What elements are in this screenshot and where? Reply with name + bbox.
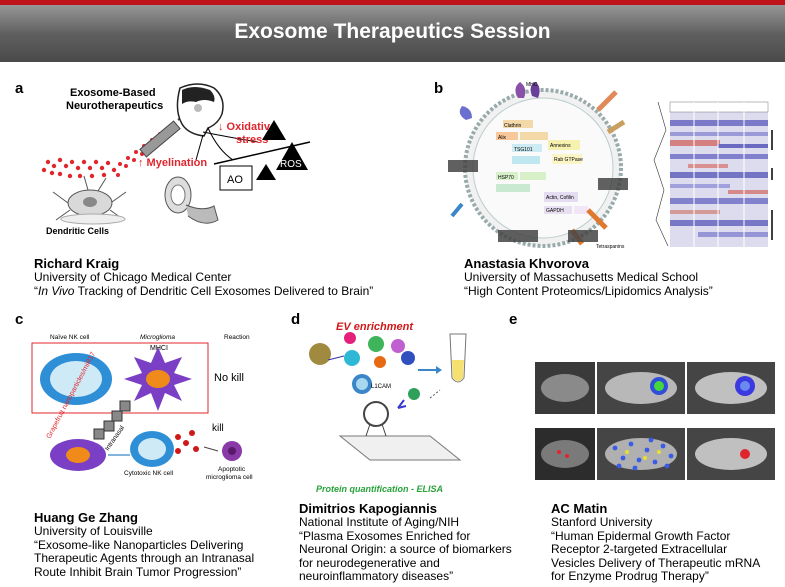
fig-d-protein: Protein quantification - ELISA	[316, 484, 443, 494]
fig-a-ros: ROS	[280, 159, 302, 170]
fig-a-title-1: Exosome-Based	[70, 87, 156, 99]
fig-a-title-2: Neurotherapeutics	[66, 100, 163, 112]
fig-c-mhc: MHCI	[150, 345, 168, 352]
talk-title-e-3: Vesicles Delivery of Therapeutic mRNA	[551, 555, 761, 570]
fig-d-ev: EV enrichment	[336, 321, 414, 333]
fig-a-oxidative-1: ↓ Oxidative	[218, 121, 276, 133]
panel-b-caption: Anastasia Khvorova University of Massach…	[464, 257, 713, 298]
fig-c-reaction: Reaction	[224, 334, 250, 341]
affiliation-c: University of Louisville	[34, 524, 153, 538]
talk-title-e-2: Receptor 2-targeted Extracellular	[551, 542, 728, 556]
panel-label-d: d	[291, 311, 301, 328]
presenter-name-d: Dimitrios Kapogiannis	[299, 501, 437, 516]
affiliation-e: Stanford University	[551, 515, 653, 529]
panel-d-caption: Dimitrios Kapogiannis National Institute…	[299, 502, 512, 584]
fig-b-mhc: MHC	[526, 82, 538, 88]
panel-a-caption: Richard Kraig University of Chicago Medi…	[34, 257, 373, 298]
rna-strands	[448, 160, 628, 242]
panel-b-figure: Clathrin Alix TSG101 HSP70 Annexins Acti…	[448, 82, 773, 250]
fig-c-apoptotic-2: microglioma cell	[206, 474, 253, 481]
talk-title-e-4: for Enzyme Prodrug Therapy”	[551, 569, 709, 583]
granules	[175, 430, 199, 454]
fig-b-box-4: HSP70	[498, 175, 514, 181]
talk-title-c-2: Therapeutic Agents through an Intranasal	[34, 551, 255, 565]
panel-d-figure: EV enrichment L1CAM	[309, 321, 467, 494]
signal-dots-yellow	[625, 450, 661, 460]
panel-c-caption: Huang Ge Zhang University of Louisville …	[34, 511, 254, 579]
myelinated-neuron-icon	[164, 176, 219, 224]
fig-a-ao: AO	[227, 174, 243, 186]
fig-c-microglioma: Microglioma	[140, 334, 175, 341]
talk-title-d-2: Neuronal Origin: a source of biomarkers	[299, 542, 512, 556]
fig-b-box-7: GAPDH	[546, 208, 564, 214]
vesicle-population	[309, 332, 415, 368]
fig-b-box-3: TSG101	[514, 147, 533, 153]
fig-a-myelination: ↑ Myelination	[138, 157, 207, 169]
target-cell-icon	[50, 439, 106, 471]
patient-head-icon	[176, 83, 224, 137]
fig-b-box-1: Clathrin	[504, 123, 521, 129]
fig-c-cytotoxic: Cytotoxic NK cell	[124, 470, 174, 477]
panel-label-a: a	[15, 80, 24, 97]
elisa-plate-icon	[338, 401, 462, 461]
fig-b-tetraspanins: Tetraspanins	[596, 244, 625, 250]
balance-scale-icon	[213, 120, 311, 191]
fig-a-oxidative-2: stress	[236, 134, 268, 146]
l1cam-vesicle-icon	[352, 374, 372, 394]
presenter-name-e: AC Matin	[551, 501, 608, 516]
antibody-complex-icon	[397, 388, 441, 409]
fig-b-box-6: Actin, Cofilin	[546, 195, 574, 201]
talk-title-d-3: for neurodegenerative and	[299, 555, 440, 570]
apoptotic-cell-icon	[222, 441, 242, 461]
fig-c-nokill: No kill	[214, 372, 244, 384]
affiliation-b: University of Massachusetts Medical Scho…	[464, 270, 699, 284]
fig-c-naive: Naïve NK cell	[50, 334, 90, 341]
heatmap-diagram	[653, 101, 773, 247]
panel-label-b: b	[434, 80, 444, 97]
fig-b-box-2: Alix	[498, 135, 507, 141]
fig-b-box-5: Annexins	[550, 143, 571, 149]
naive-nk-cell-icon	[40, 353, 112, 405]
affiliation-d: National Institute of Aging/NIH	[299, 515, 460, 529]
talk-title-d-4: neuroinflammatory diseases”	[299, 569, 454, 583]
talk-title-b: “High Content Proteomics/Lipidomics Anal…	[464, 283, 713, 298]
panel-e-figure	[535, 362, 775, 480]
signal-dots	[612, 437, 674, 471]
panel-label-c: c	[15, 311, 24, 328]
slide-title: Exosome Therapeutics Session	[234, 20, 551, 43]
talk-title-e-1: “Human Epidermal Growth Factor	[551, 528, 731, 543]
header-accent-strip	[0, 0, 785, 5]
protein-boxes	[496, 120, 588, 214]
fig-d-l1cam: L1CAM	[371, 384, 391, 390]
talk-title-c-1: “Exosome-like Nanoparticles Delivering	[34, 537, 244, 552]
microglioma-cell-icon	[124, 347, 192, 411]
presenter-name-a: Richard Kraig	[34, 256, 120, 271]
panel-e-caption: AC Matin Stanford University “Human Epid…	[551, 502, 760, 584]
tube-icon	[449, 333, 467, 383]
exosome-dots	[41, 128, 168, 179]
talk-title-c-3: Route Inhibit Brain Tumor Progression”	[34, 564, 242, 579]
panel-c-figure: Naïve NK cell Microglioma Reaction MHCI …	[31, 334, 253, 481]
talk-title-d-1: “Plasma Exosomes Enriched for	[299, 528, 471, 543]
panel-label-e: e	[509, 311, 518, 328]
presenter-name-c: Huang Ge Zhang	[34, 510, 138, 525]
fig-c-kill: kill	[212, 423, 224, 434]
fig-c-apoptotic-1: Apoptotic	[218, 466, 246, 473]
header-bar: Exosome Therapeutics Session	[0, 0, 785, 62]
talk-title-a: “In Vivo Tracking of Dendritic Cell Exos…	[34, 283, 374, 298]
panel-a-figure: Exosome-Based Neurotherapeutics ↓ Oxidat…	[41, 83, 311, 236]
fig-b-box-8: Rab GTPase	[554, 157, 583, 163]
dendritic-cell-icon	[52, 175, 127, 225]
cytotoxic-nk-cell-icon	[130, 431, 174, 467]
presenter-name-b: Anastasia Khvorova	[464, 256, 589, 271]
nanoparticle-cubes	[93, 400, 131, 440]
fig-a-dendritic-label: Dendritic Cells	[46, 226, 109, 236]
affiliation-a: University of Chicago Medical Center	[34, 270, 232, 284]
